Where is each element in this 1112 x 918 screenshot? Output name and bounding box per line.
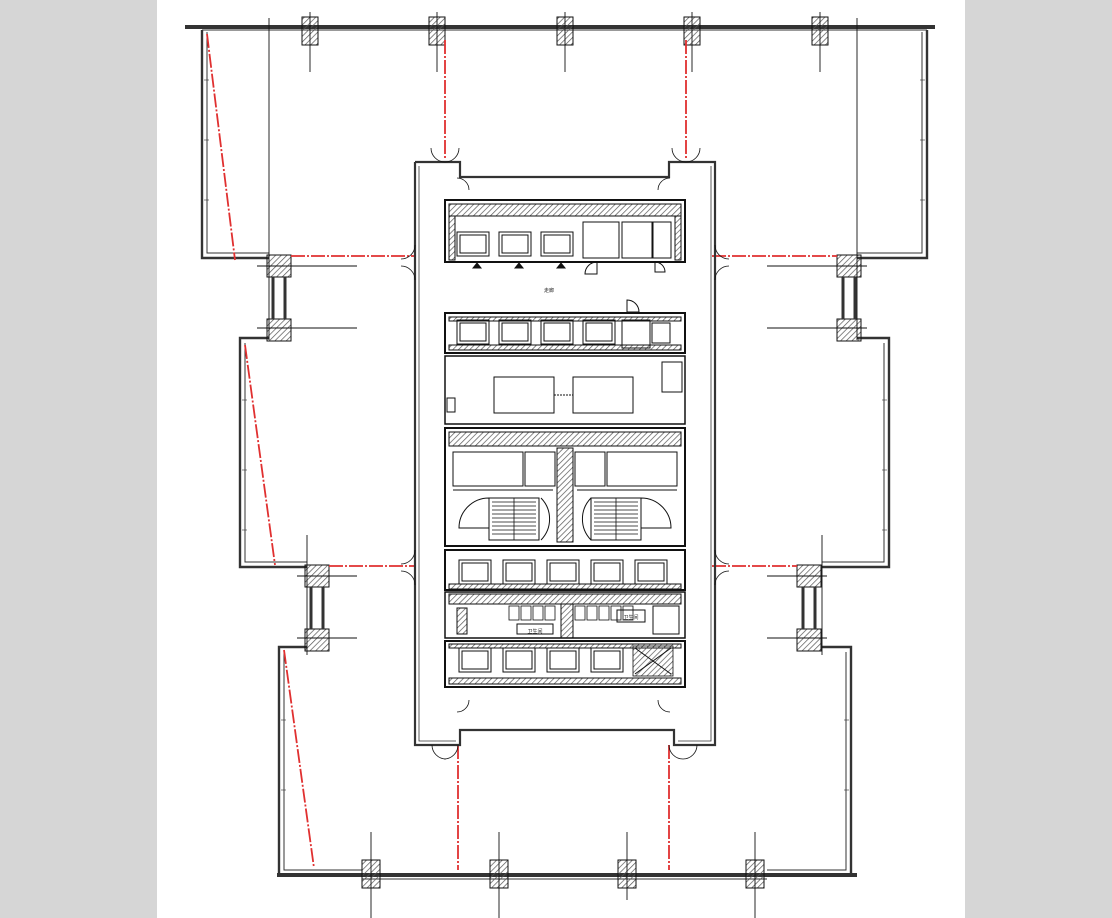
core-walls: [413, 160, 717, 747]
toilet-label-a: 卫生间: [527, 628, 542, 635]
toilet-label-b: 卫生间: [623, 614, 638, 621]
drawing-sheet: 走廊: [157, 0, 965, 918]
outer-wall: [185, 25, 935, 880]
elevator-bank-upper: [444, 199, 686, 275]
elevator-bank-second: [444, 299, 686, 354]
corridor-label: 走廊: [544, 287, 554, 294]
stair-core: [444, 427, 686, 547]
door-swings: [400, 147, 730, 760]
elevator-bank-third: [444, 549, 686, 591]
window-ticks: [204, 79, 925, 791]
grid-lines: [257, 12, 867, 918]
shaft-lobby: [444, 355, 686, 425]
toilets: [444, 591, 686, 639]
pier-walls: [271, 277, 857, 629]
partition-lines: [206, 33, 837, 870]
elevator-bank-bottom: [444, 640, 686, 688]
floor-plan: 走廊: [185, 12, 935, 918]
